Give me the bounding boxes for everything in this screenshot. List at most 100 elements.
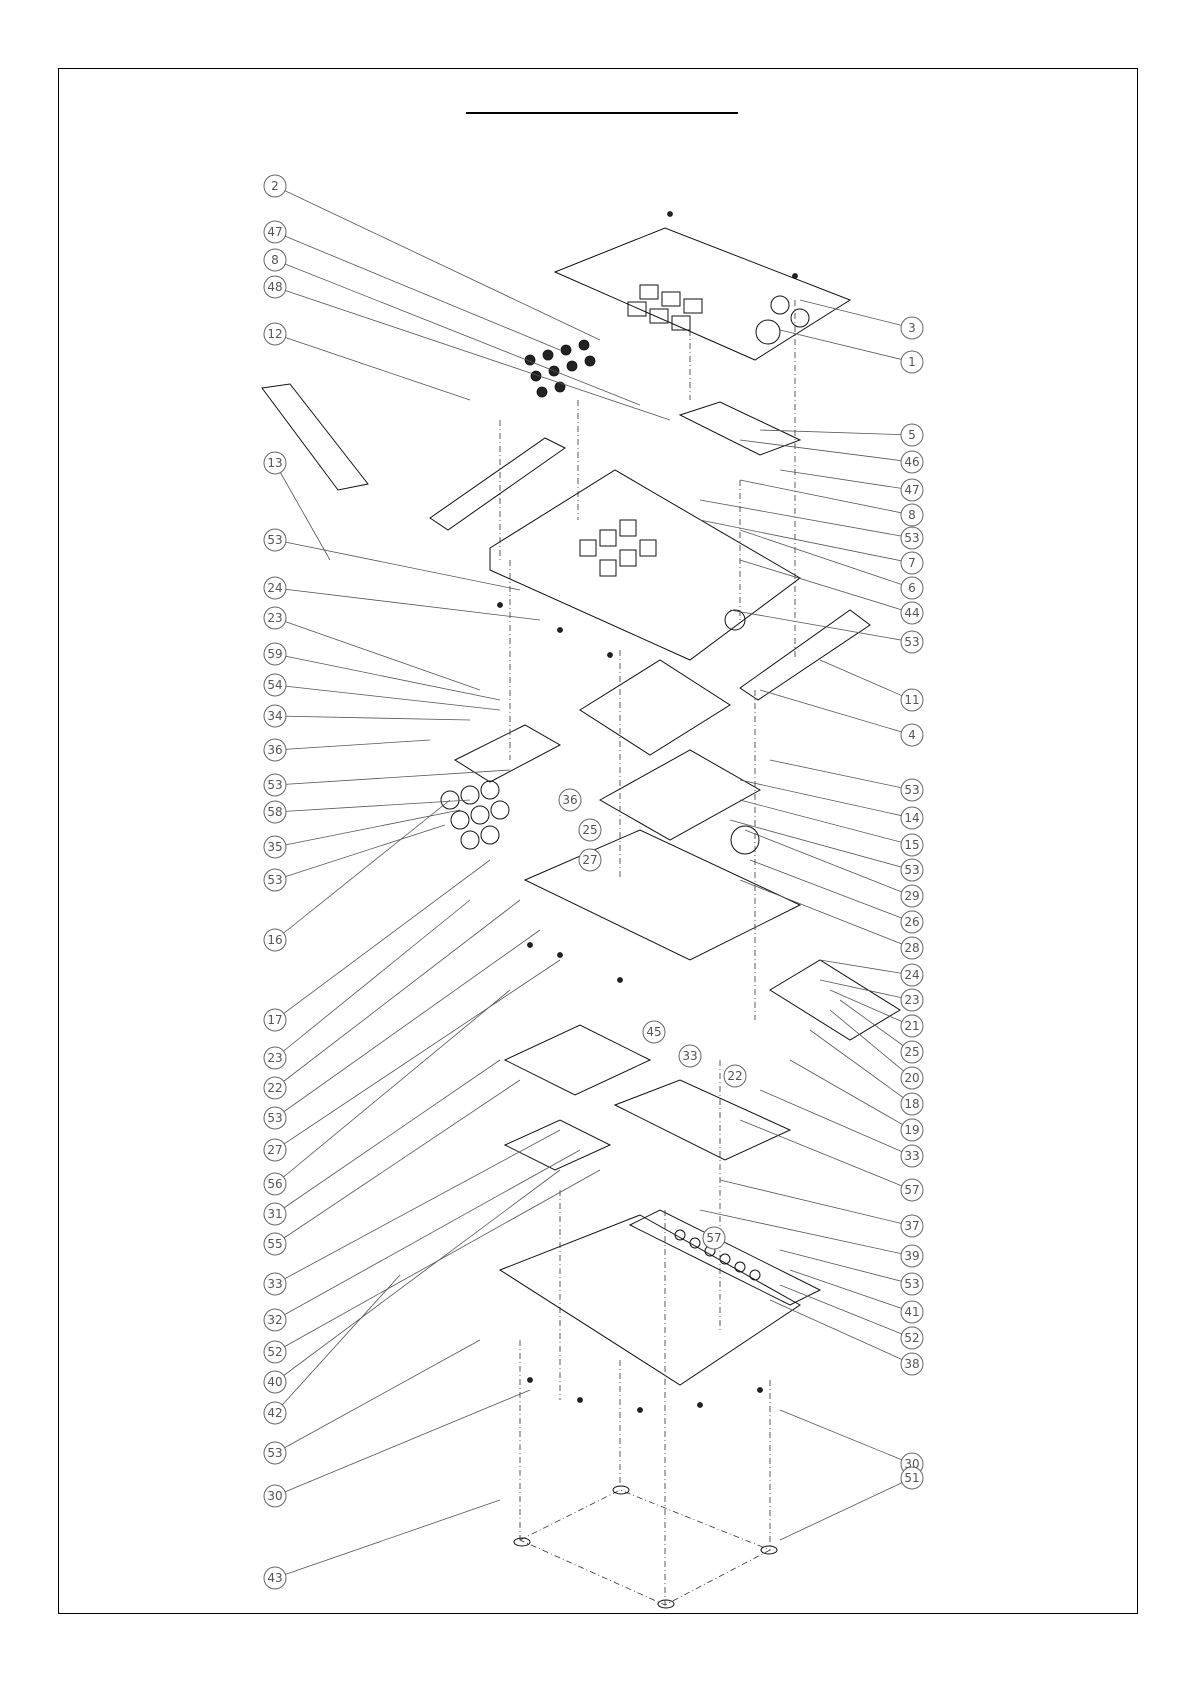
callout-6: 6: [740, 530, 923, 599]
leader-line: [275, 1390, 530, 1496]
callout-54: 54: [264, 674, 500, 710]
callout-number: 53: [267, 1446, 282, 1460]
callout-16: 16: [264, 800, 450, 951]
leader-line: [275, 1275, 400, 1413]
callout-number: 38: [904, 1357, 919, 1371]
callout-53: 53: [770, 760, 923, 801]
callout-number: 55: [267, 1237, 282, 1251]
callout-number: 57: [706, 1231, 721, 1245]
callout-number: 53: [904, 863, 919, 877]
bottom-plate-outline: [520, 1490, 770, 1605]
callout-number: 22: [727, 1069, 742, 1083]
callout-23: 23: [264, 607, 480, 690]
callout-number: 18: [904, 1097, 919, 1111]
callout-number: 23: [267, 611, 282, 625]
callout-37: 37: [720, 1180, 923, 1237]
callout-47: 47: [780, 470, 923, 501]
callout-number: 52: [267, 1345, 282, 1359]
callout-number: 12: [267, 327, 282, 341]
callout-number: 54: [267, 678, 282, 692]
callout-30: 30: [780, 1410, 923, 1475]
callout-53: 53: [730, 610, 923, 653]
callout-number: 17: [267, 1013, 282, 1027]
callout-number: 26: [904, 915, 919, 929]
leader-line: [275, 990, 510, 1184]
leader-line: [275, 540, 520, 590]
leader-line: [275, 685, 500, 710]
callout-number: 58: [267, 805, 282, 819]
callout-24: 24: [820, 960, 923, 986]
callout-number: 24: [904, 968, 919, 982]
callout-number: 22: [267, 1081, 282, 1095]
leader-line: [700, 520, 912, 563]
callout-24: 24: [264, 577, 540, 620]
callout-number: 6: [908, 581, 916, 595]
callout-53: 53: [264, 825, 445, 891]
callout-number: 5: [908, 428, 916, 442]
callout-53: 53: [700, 500, 923, 549]
leader-line: [275, 810, 460, 847]
leader-line: [275, 1060, 500, 1214]
callout-number: 4: [908, 728, 916, 742]
callout-34: 34: [264, 705, 470, 727]
callout-number: 3: [908, 321, 916, 335]
leader-line: [275, 1130, 560, 1284]
main-pcb: [525, 830, 800, 960]
callout-number: 14: [904, 811, 919, 825]
alignment-lines: [500, 300, 795, 1605]
pad-sensor-sheet: [600, 750, 760, 840]
callout-number: 46: [904, 455, 919, 469]
callout-number: 13: [267, 456, 282, 470]
leader-line: [730, 610, 912, 642]
leader-line: [770, 760, 912, 790]
leader-line: [275, 800, 450, 940]
callout-56: 56: [264, 990, 510, 1195]
callout-57: 57: [703, 1227, 725, 1249]
callout-7: 7: [700, 520, 923, 574]
callout-57: 57: [740, 1120, 923, 1201]
leader-line: [740, 1120, 912, 1190]
callout-8: 8: [740, 480, 923, 526]
left-side-panel: [430, 438, 565, 530]
callout-number: 47: [904, 483, 919, 497]
top-faceplate: [555, 228, 850, 360]
leader-line: [820, 980, 912, 1000]
leader-line: [760, 430, 912, 435]
callout-number: 51: [904, 1471, 919, 1485]
callout-53: 53: [264, 930, 540, 1129]
leader-line: [275, 618, 480, 690]
callout-22: 22: [724, 1065, 746, 1087]
callout-number: 43: [267, 1571, 282, 1585]
leader-line: [275, 740, 430, 750]
callout-36: 36: [559, 789, 581, 811]
callout-25: 25: [579, 819, 601, 841]
leader-line: [275, 260, 640, 405]
leader-line: [275, 860, 490, 1020]
lcd-display: [680, 402, 800, 455]
leader-line: [275, 1080, 520, 1244]
callout-number: 27: [267, 1143, 282, 1157]
callout-number: 33: [267, 1277, 282, 1291]
leader-line: [275, 232, 560, 350]
callout-number: 53: [904, 783, 919, 797]
knob-rubber: [441, 781, 509, 849]
callout-27: 27: [264, 960, 560, 1161]
leader-line: [780, 1478, 912, 1540]
callout-33: 33: [760, 1090, 923, 1167]
leader-line: [750, 860, 912, 922]
callout-number: 47: [267, 225, 282, 239]
callout-number: 53: [267, 1111, 282, 1125]
callout-number: 2: [271, 179, 279, 193]
leader-line: [275, 1150, 580, 1320]
callout-number: 25: [582, 823, 597, 837]
callout-number: 53: [267, 778, 282, 792]
callout-number: 19: [904, 1123, 919, 1137]
callout-44: 44: [740, 560, 923, 624]
leader-line: [780, 330, 912, 362]
leader-line: [820, 960, 912, 975]
leader-line: [740, 440, 912, 462]
leader-line: [790, 1270, 912, 1312]
callouts-inline: 36252745332257: [559, 789, 746, 1249]
leader-line: [275, 654, 500, 700]
callout-59: 59: [264, 643, 500, 700]
